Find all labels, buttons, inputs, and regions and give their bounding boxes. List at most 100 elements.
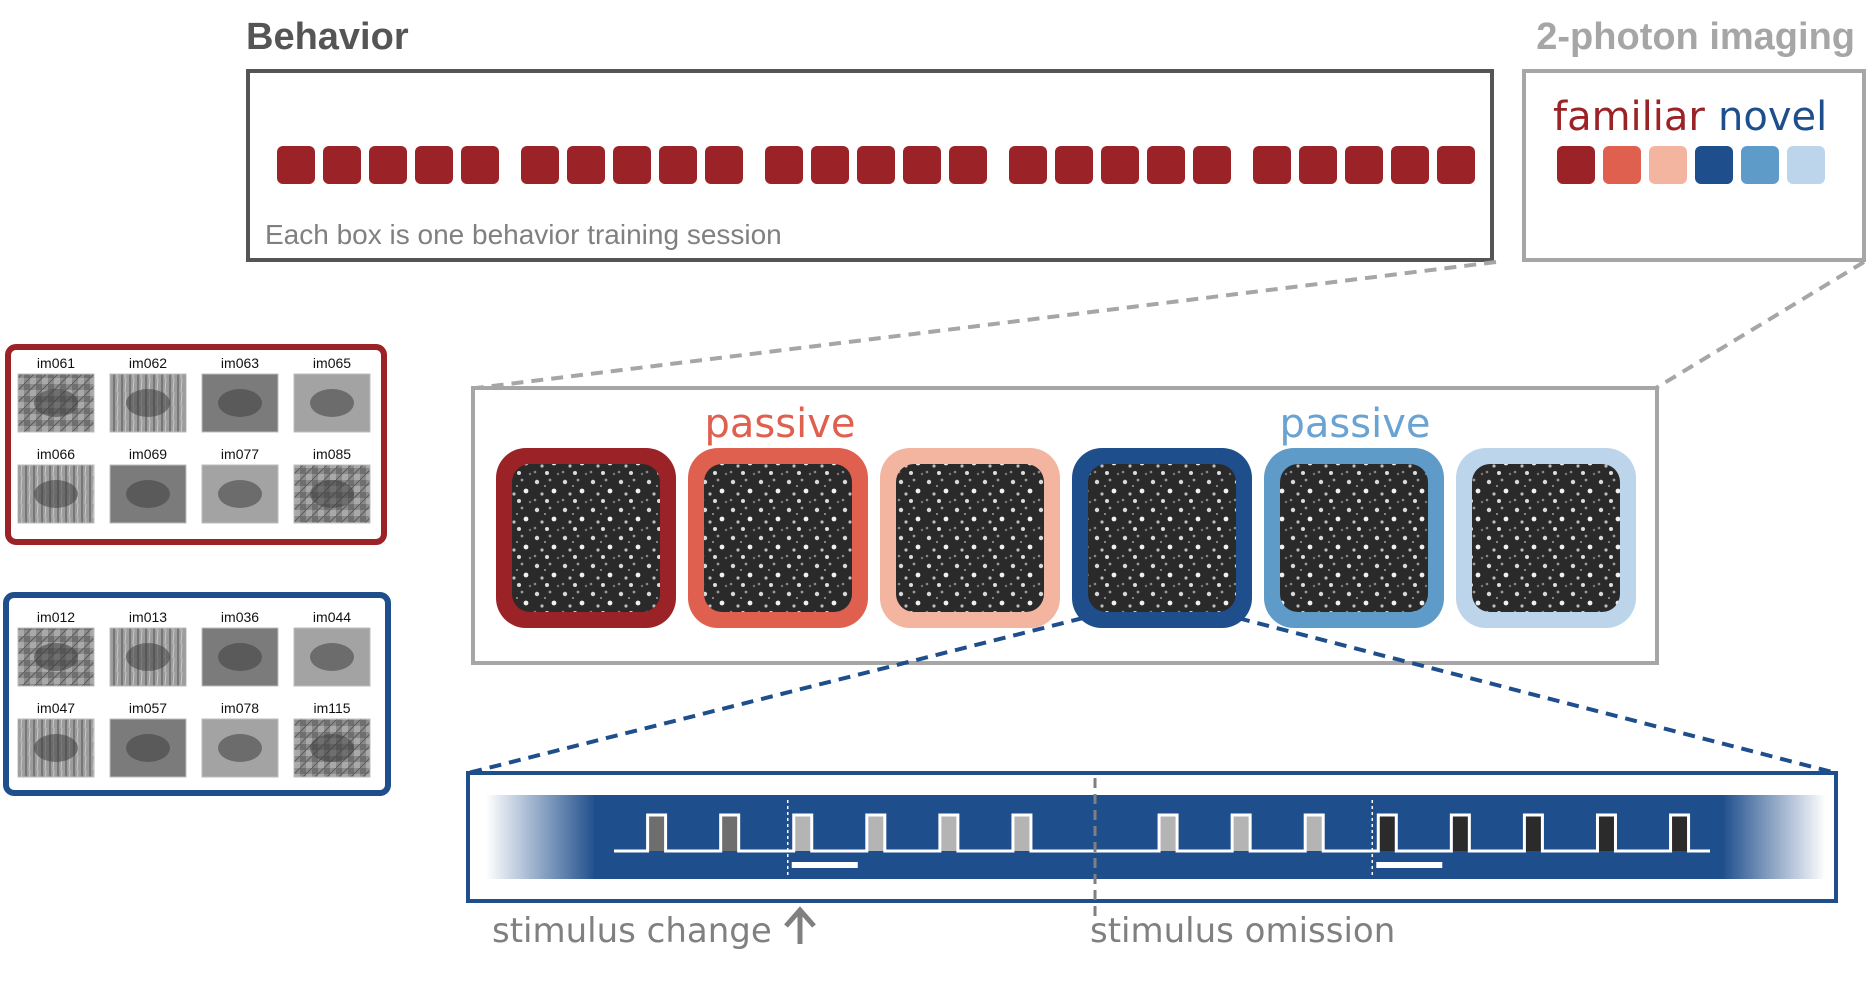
behavior-session-box	[461, 146, 499, 184]
behavior-title: Behavior	[246, 16, 409, 58]
stimulus-flash	[1232, 815, 1251, 851]
stimulus-change-label: stimulus change	[492, 911, 772, 951]
image-name-label: im061	[37, 355, 75, 371]
image-name-label: im012	[37, 609, 75, 625]
familiar-set-frame	[5, 344, 387, 545]
imaging-fields	[496, 448, 1636, 628]
calcium-imaging-field	[1472, 464, 1620, 612]
response-window	[1376, 862, 1443, 868]
stimulus-flash	[866, 815, 885, 851]
thumbnail-subject	[126, 480, 170, 508]
behavior-session-box	[567, 146, 605, 184]
up-arrow-icon	[784, 906, 816, 944]
calcium-imaging-field	[704, 464, 852, 612]
image-name-label: im063	[221, 355, 259, 371]
thumbnail-subject	[34, 643, 78, 671]
stimulus-flash	[793, 815, 812, 851]
imaging-session-box	[1741, 146, 1779, 184]
behavior-session-box	[1009, 146, 1047, 184]
image-name-label: im078	[221, 700, 259, 716]
behavior-session-box	[949, 146, 987, 184]
imaging-session-box	[1649, 146, 1687, 184]
behavior-session-box	[613, 146, 651, 184]
imaging-session-box	[1603, 146, 1641, 184]
image-name-label: im036	[221, 609, 259, 625]
thumbnail-subject	[126, 734, 170, 762]
imaging-session-squares	[1557, 146, 1825, 184]
stimulus-flash	[1378, 815, 1397, 851]
imaging-session-box	[1557, 146, 1595, 184]
image-name-label: im077	[221, 446, 259, 462]
stimulus-flash	[720, 815, 739, 851]
behavior-session-box	[369, 146, 407, 184]
behavior-session-box	[811, 146, 849, 184]
behavior-session-box	[765, 146, 803, 184]
stimulus-flash	[939, 815, 958, 851]
behavior-session-box	[903, 146, 941, 184]
thumbnail-subject	[34, 480, 78, 508]
stimulus-thumbnail	[201, 627, 279, 687]
behavior-session-box	[1253, 146, 1291, 184]
response-window	[791, 862, 858, 868]
stimulus-flash	[1012, 815, 1031, 851]
behavior-session-box	[1437, 146, 1475, 184]
calcium-imaging-field	[896, 464, 1044, 612]
stimulus-train	[614, 778, 1710, 922]
thumbnail-subject	[310, 643, 354, 671]
image-name-label: im013	[129, 609, 167, 625]
passive-label-familiar: passive	[705, 401, 856, 447]
behavior-session-box	[521, 146, 559, 184]
novel-set-frame	[3, 592, 391, 796]
stimulus-flash	[1597, 815, 1616, 851]
stimulus-flash	[1451, 815, 1470, 851]
calcium-imaging-field	[512, 464, 660, 612]
behavior-session-box	[1391, 146, 1429, 184]
behavior-session-box	[1147, 146, 1185, 184]
zoom-connector-left	[475, 260, 1497, 390]
calcium-imaging-field	[1280, 464, 1428, 612]
thumbnail-subject	[34, 389, 78, 417]
stimulus-omission-label: stimulus omission	[1090, 911, 1395, 951]
stimulus-flash	[1524, 815, 1543, 851]
image-name-label: im069	[129, 446, 167, 462]
behavior-session-box	[1193, 146, 1231, 184]
thumbnail-subject	[218, 389, 262, 417]
image-name-label: im085	[313, 446, 351, 462]
image-name-label: im115	[313, 700, 350, 716]
novel-label: novel	[1718, 94, 1827, 140]
thumbnail-subject	[218, 480, 262, 508]
timeline-connector-left	[467, 616, 1084, 775]
timeline-connector-right	[1237, 616, 1837, 775]
thumbnail-subject	[310, 734, 354, 762]
stimulus-flash	[1670, 815, 1689, 851]
behavior-session-box	[857, 146, 895, 184]
behavior-session-box	[1101, 146, 1139, 184]
timeline-fade-left	[486, 795, 596, 879]
passive-label-novel: passive	[1280, 401, 1431, 447]
image-name-label: im066	[37, 446, 75, 462]
behavior-session-box	[659, 146, 697, 184]
behavior-session-box	[323, 146, 361, 184]
thumbnail-subject	[218, 643, 262, 671]
thumbnail-subject	[218, 734, 262, 762]
imaging-session-box	[1695, 146, 1733, 184]
image-name-label: im047	[37, 700, 75, 716]
image-name-label: im062	[129, 355, 167, 371]
behavior-session-box	[1345, 146, 1383, 184]
image-name-label: im057	[129, 700, 167, 716]
familiar-label: familiar	[1553, 94, 1705, 140]
behavior-caption: Each box is one behavior training sessio…	[265, 219, 782, 250]
behavior-sessions	[277, 146, 1475, 184]
thumbnail-subject	[310, 480, 354, 508]
stimulus-flash	[647, 815, 666, 851]
thumbnail-subject	[126, 643, 170, 671]
thumbnail-subject	[126, 389, 170, 417]
stimulus-trace	[614, 813, 1710, 853]
calcium-imaging-field	[1088, 464, 1236, 612]
imaging-session-box	[1787, 146, 1825, 184]
behavior-session-box	[1055, 146, 1093, 184]
stimulus-flash	[1305, 815, 1324, 851]
